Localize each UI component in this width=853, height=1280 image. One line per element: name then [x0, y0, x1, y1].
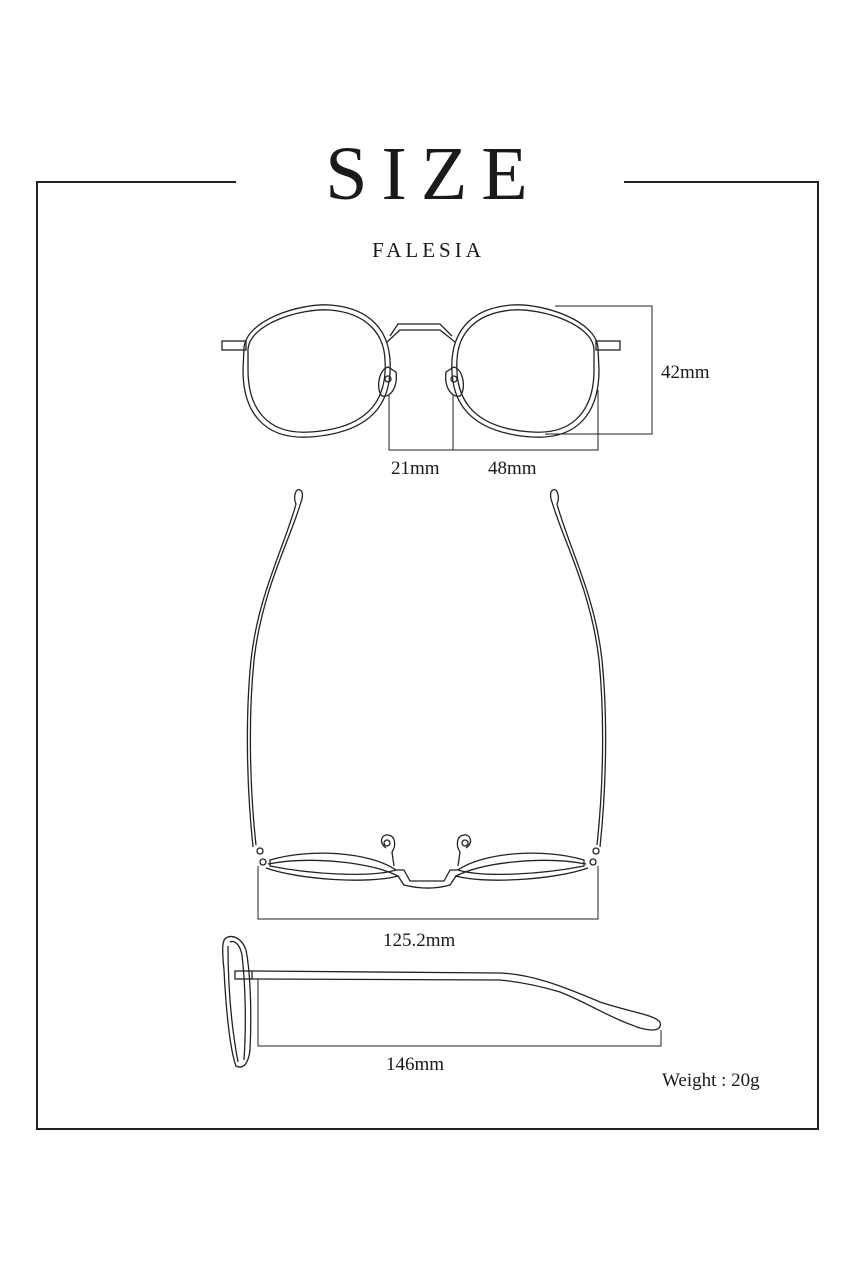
model-name: FALESIA — [372, 238, 485, 262]
glasses-top-view-drawing — [246, 488, 607, 889]
front-dimension-lines — [388, 305, 653, 451]
glasses-front-view-drawing — [221, 304, 621, 438]
frame-right-line — [817, 181, 819, 1130]
frame-left-line — [36, 181, 38, 1130]
frame-width-label: 125.2mm — [383, 930, 456, 951]
weight-label: Weight : 20g — [662, 1070, 760, 1091]
temple-length-label: 146mm — [386, 1054, 445, 1075]
frame-top-right-line — [624, 181, 819, 183]
lens-width-label: 48mm — [488, 458, 537, 479]
lens-height-label: 42mm — [661, 362, 710, 383]
frame-top-left-line — [36, 181, 236, 183]
side-dimension-lines — [257, 979, 662, 1047]
top-dimension-lines — [257, 866, 599, 920]
page-title: SIZE — [325, 132, 542, 216]
bridge-width-label: 21mm — [391, 458, 440, 479]
frame-bottom-line — [36, 1128, 819, 1130]
glasses-side-view-drawing — [222, 935, 661, 1068]
